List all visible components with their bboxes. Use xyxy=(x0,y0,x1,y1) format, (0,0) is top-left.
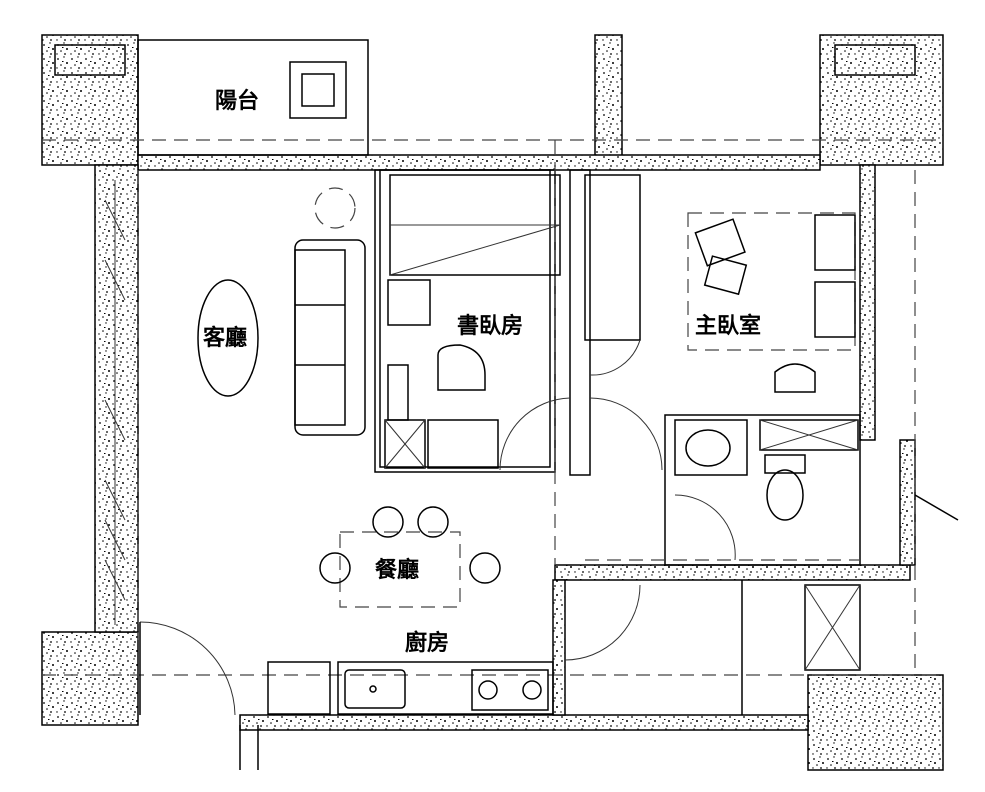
balcony xyxy=(137,39,369,156)
bathroom-fixtures xyxy=(674,419,859,521)
columns xyxy=(41,34,944,771)
dashed-lines xyxy=(42,139,943,676)
dining-table xyxy=(319,506,501,608)
left-window xyxy=(104,180,126,625)
living-room-tag xyxy=(197,279,259,397)
study-furniture xyxy=(384,174,641,469)
room-label-master-bedroom: 主臥室 xyxy=(695,313,761,339)
sofa xyxy=(294,187,366,436)
room-label-dining-room: 餐廳 xyxy=(375,557,419,583)
walls xyxy=(94,154,916,770)
room-label-living-room: 客廳 xyxy=(203,325,247,351)
master-bed xyxy=(687,212,856,393)
doors xyxy=(139,339,959,716)
room-label-balcony: 陽台 xyxy=(215,88,259,114)
room-label-study-bedroom: 書臥房 xyxy=(457,313,523,339)
kitchen-counter xyxy=(267,580,861,715)
room-label-kitchen: 廚房 xyxy=(405,630,449,656)
